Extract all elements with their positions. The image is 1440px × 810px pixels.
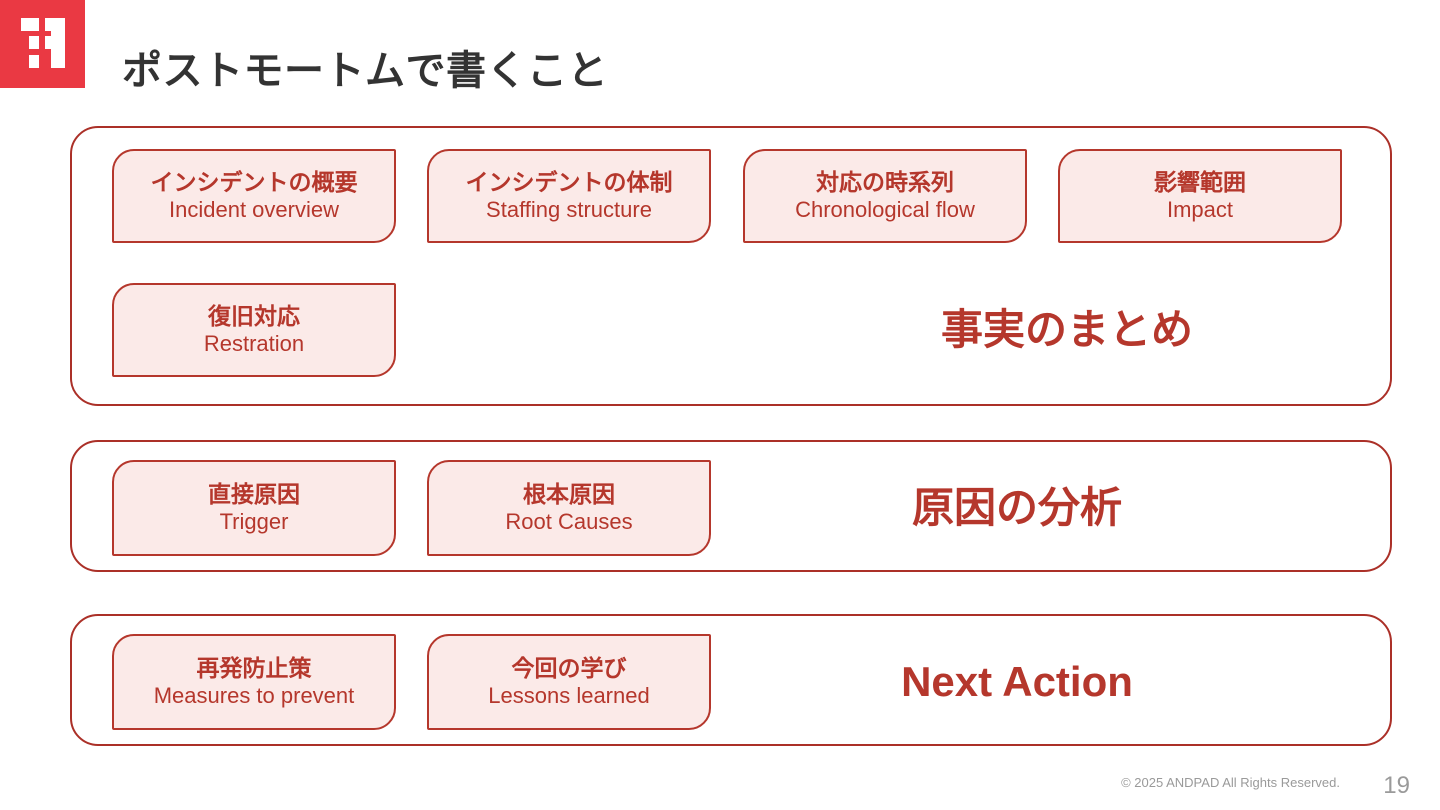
slide-header: ポストモートムで書くこと <box>0 0 1440 93</box>
card-label-en: Root Causes <box>505 509 633 535</box>
card-label-en: Lessons learned <box>488 683 650 709</box>
logo-tile <box>0 0 85 88</box>
card-incident-overview[interactable]: インシデントの概要 Incident overview <box>112 149 396 243</box>
card-root-causes[interactable]: 根本原因 Root Causes <box>427 460 711 556</box>
group-causes: 直接原因 Trigger 根本原因 Root Causes 原因の分析 <box>70 440 1392 572</box>
card-label-ja: 再発防止策 <box>196 655 312 682</box>
footer-copyright: © 2025 ANDPAD All Rights Reserved. <box>1121 775 1340 790</box>
group-caption-next-action: Next Action <box>901 658 1133 705</box>
group-caption-facts: 事実のまとめ <box>940 306 1193 353</box>
card-label-ja: 対応の時系列 <box>816 169 954 196</box>
card-label-ja: 復旧対応 <box>208 303 300 330</box>
card-label-en: Incident overview <box>169 197 339 223</box>
page-title: ポストモートムで書くこと <box>122 48 608 93</box>
andpad-logo-icon <box>21 18 65 68</box>
card-label-en: Chronological flow <box>795 197 975 223</box>
card-label-en: Impact <box>1166 197 1234 223</box>
card-label-ja: インシデントの概要 <box>150 169 358 196</box>
group-facts: インシデントの概要 Incident overview インシデントの体制 St… <box>70 126 1392 406</box>
card-label-ja: インシデントの体制 <box>465 169 673 196</box>
card-label-en: Staffing structure <box>486 197 652 223</box>
card-staffing-structure[interactable]: インシデントの体制 Staffing structure <box>427 149 711 243</box>
card-impact[interactable]: 影響範囲 Impact <box>1058 149 1342 243</box>
card-label-en: Restration <box>203 331 305 357</box>
card-label-ja: 直接原因 <box>208 481 300 508</box>
group-caption-causes: 原因の分析 <box>911 484 1122 531</box>
card-label-ja: 影響範囲 <box>1154 169 1246 196</box>
card-measures-to-prevent[interactable]: 再発防止策 Measures to prevent <box>112 634 396 730</box>
card-label-ja: 今回の学び <box>511 655 627 682</box>
card-trigger[interactable]: 直接原因 Trigger <box>112 460 396 556</box>
group-next-action: 再発防止策 Measures to prevent 今回の学び Lessons … <box>70 614 1392 746</box>
card-lessons-learned[interactable]: 今回の学び Lessons learned <box>427 634 711 730</box>
card-label-en: Measures to prevent <box>153 683 355 709</box>
card-chronological-flow[interactable]: 対応の時系列 Chronological flow <box>743 149 1027 243</box>
page-number: 19 <box>1383 772 1410 799</box>
card-label-ja: 根本原因 <box>523 481 615 508</box>
card-label-en: Trigger <box>219 509 289 535</box>
card-restoration[interactable]: 復旧対応 Restration <box>112 283 396 377</box>
